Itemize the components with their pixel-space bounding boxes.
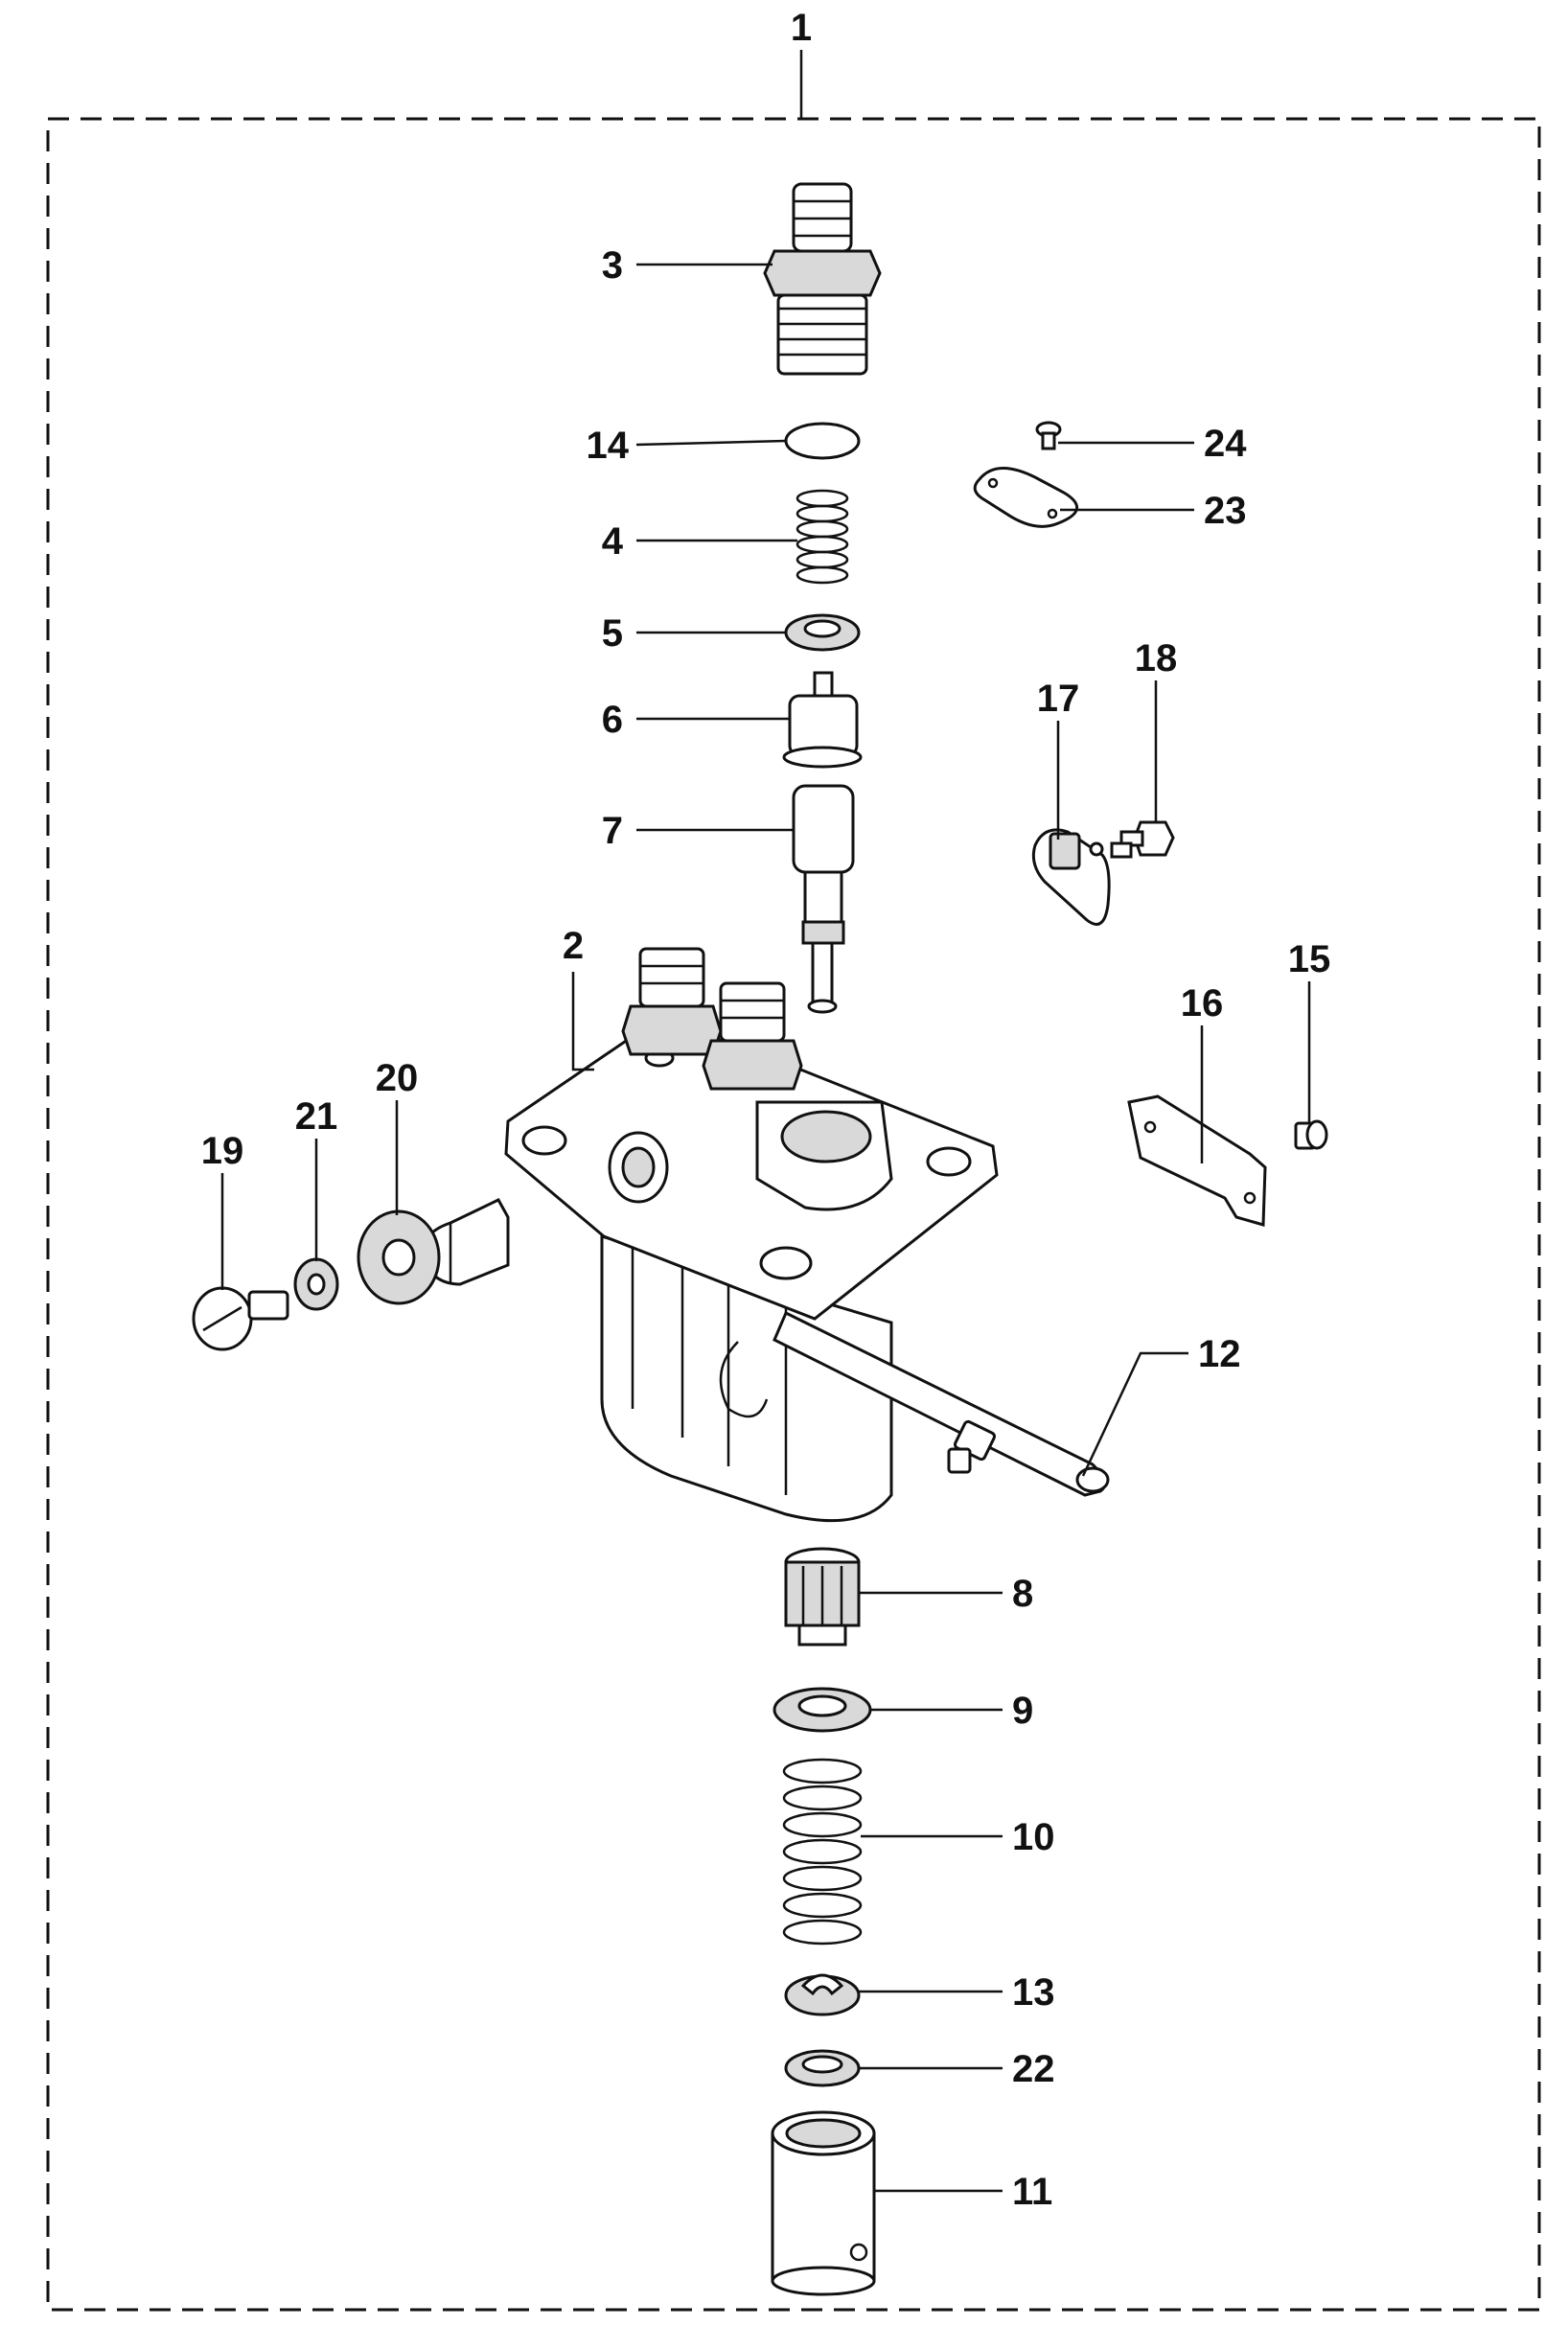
callout-13: 13 [1012,1971,1055,2014]
part-10-plunger-spring [782,1758,863,1946]
callout-6: 6 [602,699,623,741]
callout-22: 22 [1012,2048,1055,2090]
part-16-plate [1127,1094,1267,1227]
callout-4: 4 [602,520,624,563]
part-5-washer [784,613,861,652]
callout-16: 16 [1181,982,1224,1025]
part-9-spring-seat [772,1687,872,1733]
part-4-spring [796,489,849,585]
part-2-pump-housing [504,947,999,1523]
callout-12: 12 [1198,1333,1241,1375]
leader-12 [1081,1351,1188,1477]
part-18-bolt [1110,820,1175,859]
callout-10: 10 [1012,1816,1055,1858]
callout-7: 7 [602,810,623,852]
callout-8: 8 [1012,1573,1033,1615]
part-14-o-ring [784,422,861,460]
callout-21: 21 [295,1095,338,1138]
callout-5: 5 [602,612,623,655]
part-15-small-screw [1294,1119,1328,1150]
callout-15: 15 [1288,938,1331,980]
part-3-delivery-valve-holder [763,182,882,376]
part-20-fitting [357,1198,510,1305]
callout-20: 20 [376,1057,419,1099]
leader-2 [571,972,594,1071]
part-7-plunger [792,784,855,1014]
callout-23: 23 [1204,490,1247,532]
callout-1: 1 [791,7,812,49]
callout-3: 3 [602,244,623,287]
callout-9: 9 [1012,1690,1033,1732]
callout-19: 19 [201,1130,244,1172]
part-21-washer [293,1257,339,1311]
part-13-lower-spring-seat [784,1973,861,2016]
callout-17: 17 [1037,678,1080,720]
part-11-tappet [771,2110,876,2296]
part-22-washer [784,2049,861,2087]
callout-24: 24 [1204,423,1247,465]
assembly-boundary-frame [46,117,1541,2312]
part-23-gasket [973,467,1078,528]
part-12-control-rod [772,1310,1110,1497]
part-17-bracket [1031,828,1111,926]
callout-18: 18 [1135,637,1178,679]
callout-2: 2 [563,925,584,967]
callout-14: 14 [587,425,630,467]
part-6-delivery-valve [782,671,863,769]
callout-11: 11 [1012,2171,1052,2213]
part-8-sleeve [784,1547,861,1647]
part-19-screw [192,1286,289,1351]
part-24-screw [1035,421,1062,450]
leader-14 [635,439,787,447]
